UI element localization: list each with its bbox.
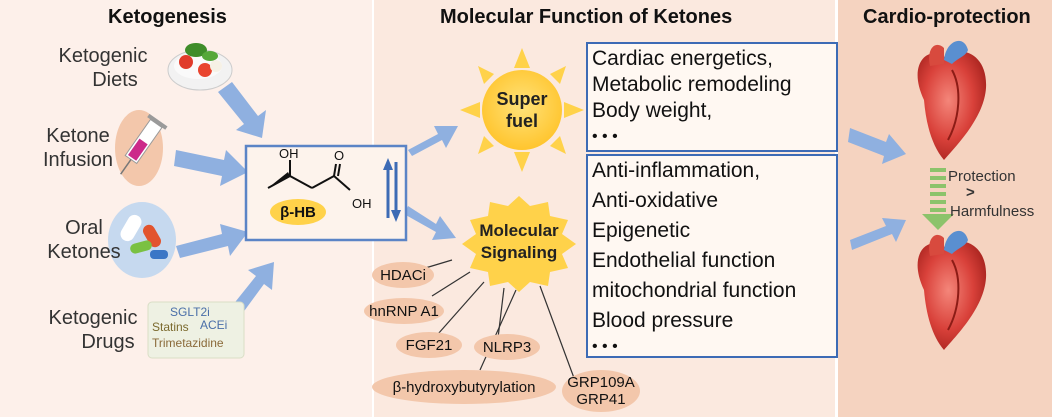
target-hdaci: HDACi [372,262,434,288]
source-infusion-line2: Infusion [42,149,114,171]
signaling-effect-0: Anti-inflammation, [592,159,761,182]
signaling-burst-icon [462,196,576,292]
fuel-effects-box [586,42,838,152]
super-fuel-line1: Super [496,89,548,109]
balance-symbol: > [966,184,975,201]
signaling-effect-6: • • • [592,338,618,355]
arrow-fuel-to-heart [848,128,906,164]
target-fgf21: FGF21 [396,332,462,358]
fuel-effect-3: • • • [592,128,618,145]
bhb-label-bg [270,199,326,225]
heart-icon-bottom [917,230,987,350]
arrow-bhb-to-fuel [408,126,458,156]
drug-sglt2i: SGLT2i [170,305,210,319]
molecule-box [244,144,408,242]
signaling-line1: Molecular [479,221,559,240]
bhb-wedge [268,172,290,188]
source-oral-line2: Ketones [47,241,121,263]
super-fuel-line2: fuel [505,111,538,131]
source-oral-ketones: Oral Ketones [34,216,134,264]
fuel-effect-2: Body weight, [592,99,713,122]
heart-icon-top [917,40,987,160]
signaling-effect-3: Endothelial function [592,249,776,272]
drug-acei: ACEi [200,318,228,332]
signaling-line2: Signaling [480,243,558,262]
source-diets-line2: Diets [92,69,138,91]
arrow-drugs-to-bhb [232,262,274,314]
drug-trimetazidine: Trimetazidine [152,336,224,350]
molecule-oh-right: OH [352,196,372,211]
signaling-effect-5: Blood pressure [592,309,734,332]
target-hnrnp-a1: hnRNP A1 [364,298,444,324]
arrow-diets-to-bhb [218,82,266,138]
source-diets-line1: Ketogenic [58,45,148,67]
source-infusion-line1: Ketone [46,125,110,147]
arrow-signaling-to-heart [850,218,906,250]
molecule-oh-top: OH [279,146,299,161]
molecule-label: β-HB [280,203,316,221]
source-ketogenic-drugs: Ketogenic Drugs [38,306,148,354]
arrow-infusion-to-bhb [174,150,248,186]
drug-statins: Statins [152,320,189,334]
super-fuel-label: Super fuel [486,88,558,132]
header-cardio-protection: Cardio-protection [863,6,1031,28]
source-drugs-line1: Ketogenic [48,307,138,329]
signaling-effects-box [586,154,838,358]
salad-plate-icon [167,43,233,91]
molecular-signaling-label: Molecular Signaling [470,220,568,264]
arrow-bhb-to-signaling [404,206,456,240]
source-drugs-line2: Drugs [81,331,135,353]
target-grp109a: GRP109A [567,374,635,391]
fuel-effect-1: Metabolic remodeling [592,73,792,96]
target-nlrp3: NLRP3 [474,334,540,360]
signaling-effect-2: Epigenetic [592,219,691,242]
balance-harmfulness: Harmfulness [950,203,1035,220]
balance-protection: Protection [948,168,1016,185]
header-molecular-function: Molecular Function of Ketones [440,6,733,28]
target-grp: GRP109A GRP41 [562,370,640,412]
pills-icon [108,202,176,278]
header-ketogenesis: Ketogenesis [108,6,227,28]
signaling-effect-4: mitochondrial function [592,279,797,302]
fuel-effect-0: Cardiac energetics, [592,47,773,70]
arrow-oral-to-bhb [176,224,248,258]
source-ketone-infusion: Ketone Infusion [28,124,128,172]
molecule-oxygen: O [334,148,345,163]
source-ketogenic-diets: Ketogenic Diets [48,44,158,92]
source-oral-line1: Oral [65,217,103,239]
target-grp41: GRP41 [576,391,626,408]
syringe-icon [115,110,168,186]
green-down-arrow [922,168,954,230]
target-bhb-ylation: β-hydroxybutyrylation [372,370,556,404]
equilibrium-arrows-icon [383,158,401,222]
sun-icon [460,48,584,172]
signaling-connectors [411,259,575,379]
drug-badge [147,301,245,359]
signaling-effect-1: Anti-oxidative [592,189,719,212]
